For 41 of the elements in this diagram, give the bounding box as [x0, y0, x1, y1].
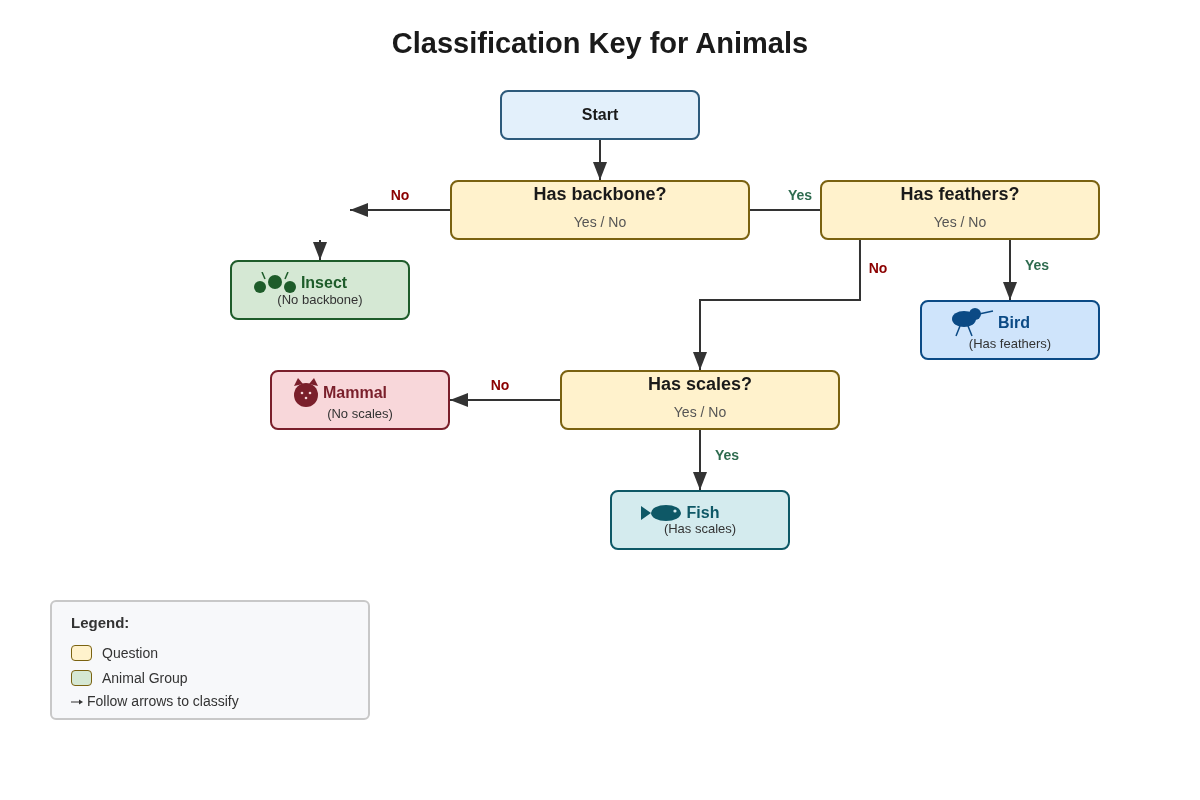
question-box: [820, 180, 1100, 240]
animal-group-box: [920, 300, 1100, 360]
legend-title: Legend:: [71, 613, 131, 633]
arrow: [693, 429, 707, 491]
arrow: [593, 139, 607, 181]
node-subtitle: (No backbone): [277, 291, 363, 309]
legend-label: Follow arrows to classify: [87, 692, 239, 711]
animal-group-box: [610, 490, 790, 550]
legend-label: Question: [102, 643, 159, 663]
question-box: [450, 180, 750, 240]
node-title: Has backbone?: [533, 183, 667, 206]
node-title: Start: [581, 105, 619, 125]
arrow: [349, 203, 451, 217]
edge-label: No: [488, 378, 512, 392]
edge-label: Yes: [785, 188, 815, 202]
node-title: Has scales?: [647, 373, 753, 396]
node-title: Has feathers?: [900, 183, 1020, 206]
node-subtitle: Yes / No: [673, 403, 727, 421]
node-subtitle: (Has scales): [663, 520, 737, 538]
arrow: [449, 393, 561, 407]
edge-label: No: [388, 188, 412, 202]
arrow: [313, 239, 327, 261]
node-subtitle: (Has feathers): [968, 335, 1052, 353]
edge-label: Yes: [1022, 258, 1052, 272]
arrow: [693, 239, 861, 371]
node-subtitle: Yes / No: [933, 213, 987, 231]
start-box: [500, 90, 700, 140]
node-title: Fish: [686, 502, 720, 523]
question-box: [560, 370, 840, 430]
arrow: [1003, 239, 1017, 301]
diagram-title: Classification Key for Animals: [391, 26, 809, 61]
edge-label: No: [866, 261, 890, 275]
node-title: Bird: [998, 312, 1030, 333]
node-title: Insect: [300, 272, 348, 293]
node-subtitle: (No scales): [327, 405, 393, 423]
node-subtitle: Yes / No: [573, 213, 627, 231]
node-title: Mammal: [323, 382, 387, 403]
animal-group-box: [270, 370, 450, 430]
animal-group-box: [230, 260, 410, 320]
edge-label: Yes: [712, 448, 742, 462]
legend-label: Animal Group: [102, 668, 188, 688]
